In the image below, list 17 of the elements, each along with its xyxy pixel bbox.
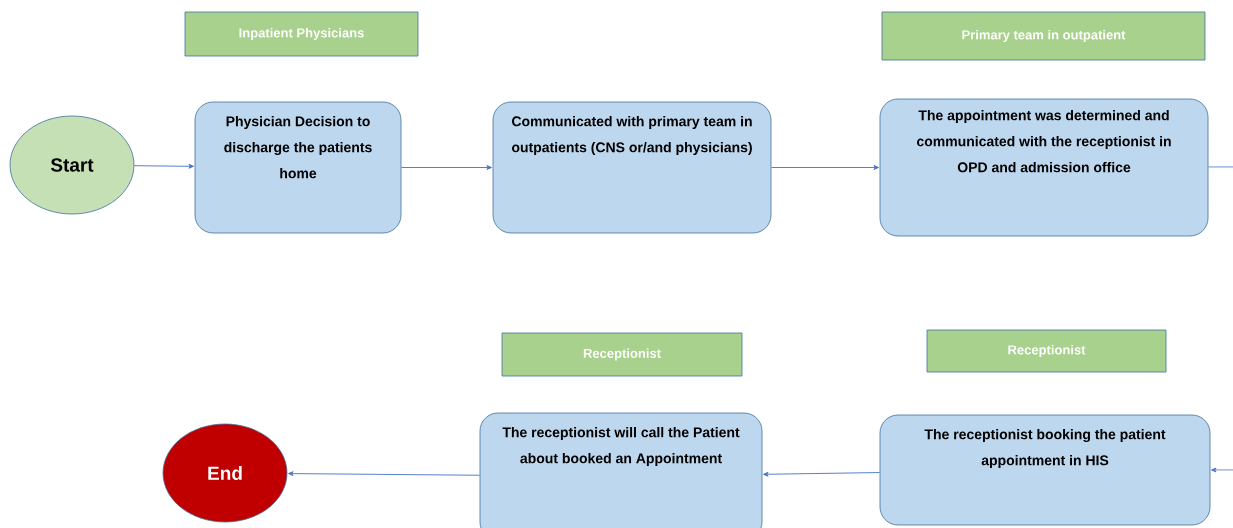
arrow — [1211, 467, 1233, 473]
start-oval: Start — [9, 115, 135, 215]
process-box: Physician Decision to discharge the patients home — [194, 101, 402, 234]
arrow — [133, 163, 194, 169]
role-header-box: Inpatient Physicians — [184, 11, 419, 57]
process-box: The receptionist will call the Patient about booked an Appointment — [479, 412, 763, 528]
arrow — [288, 471, 481, 476]
process-box: Communicated with primary team in outpatients (CNS or/and physicians) — [492, 101, 772, 234]
process-box: The receptionist booking the patient appointment in HIS — [879, 414, 1211, 526]
role-header-box: Primary team in outpatient — [881, 11, 1206, 61]
process-box: The appointment was determined and communicated with the receptionist in OPD and admission office — [879, 98, 1209, 237]
arrow — [763, 471, 881, 477]
arrow — [400, 165, 492, 170]
role-header-box: Receptionist — [501, 332, 743, 377]
role-header-box: Receptionist — [926, 329, 1167, 373]
end-oval: End — [162, 423, 288, 523]
arrow — [770, 165, 879, 170]
